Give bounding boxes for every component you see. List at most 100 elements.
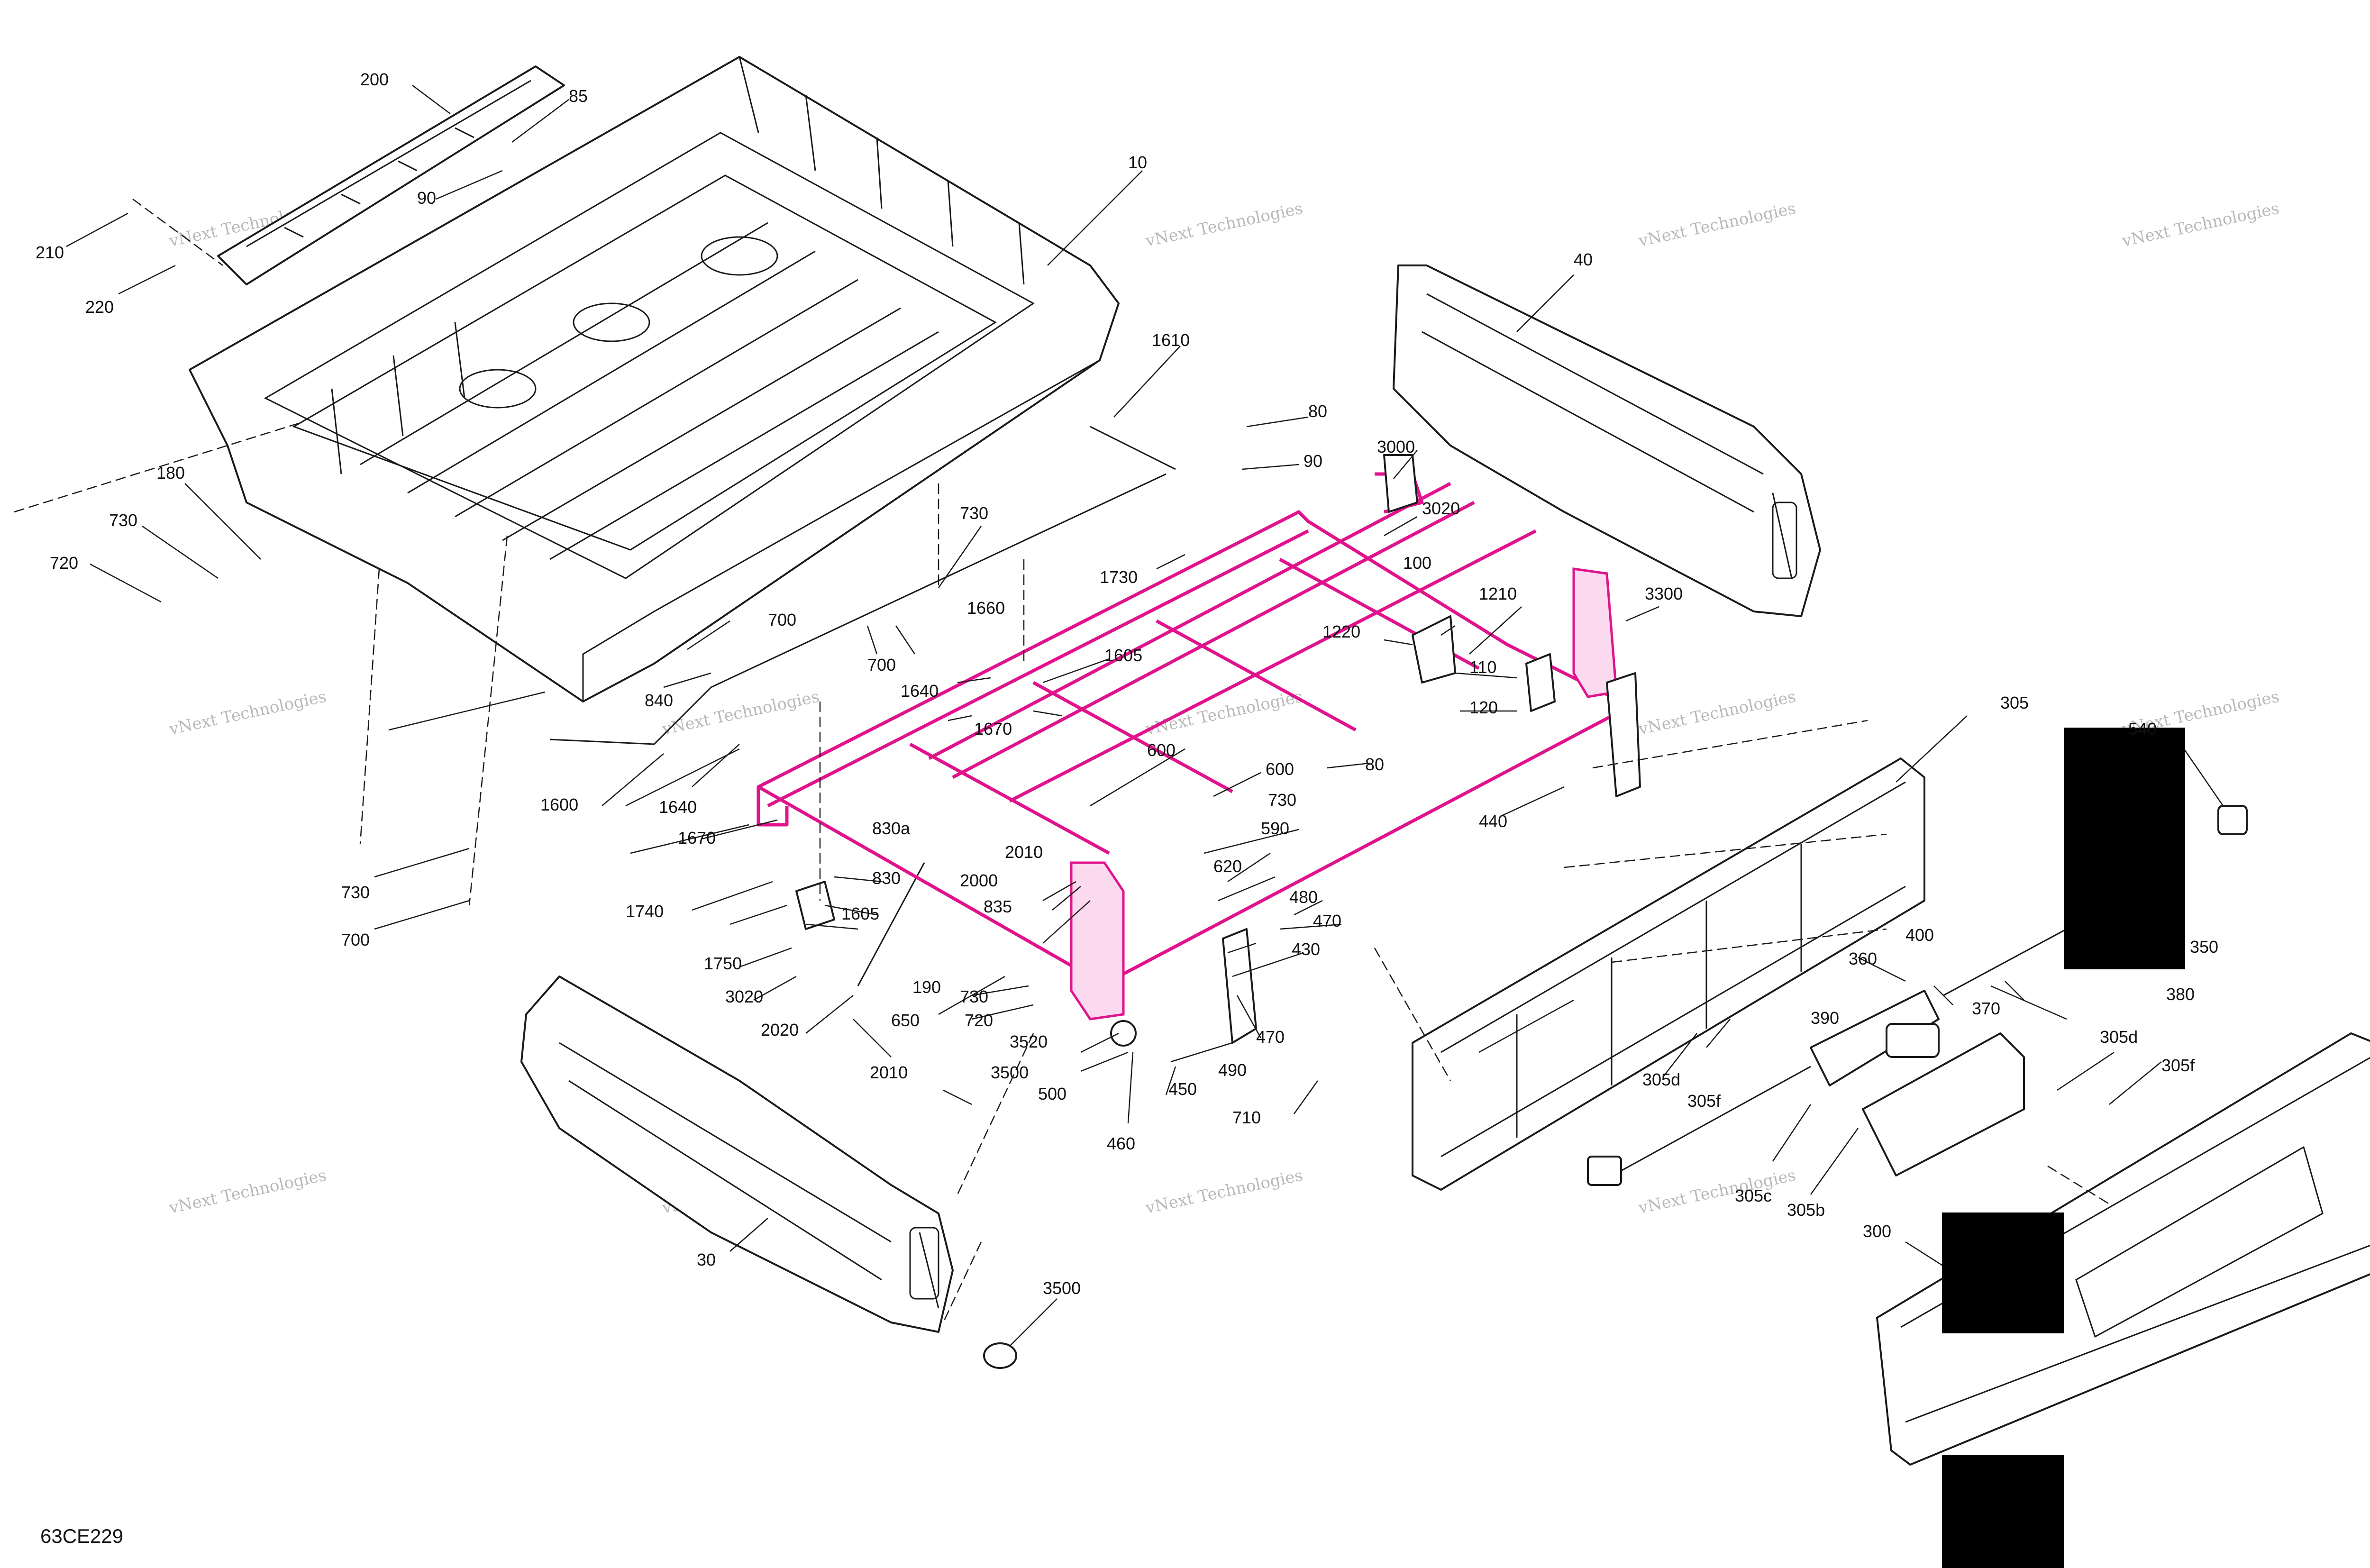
redaction-box — [2064, 728, 2185, 969]
callout-label: 370 — [1972, 999, 2000, 1018]
callout-label: 840 — [645, 691, 673, 710]
callout-label: 2010 — [870, 1063, 908, 1082]
callout-label: 490 — [1218, 1060, 1247, 1080]
callout-label: 830 — [872, 868, 901, 888]
callout-label: 10 — [1128, 153, 1147, 172]
callout-label: 600 — [1147, 740, 1176, 760]
callout-label: 1750 — [704, 954, 742, 973]
callout-label: 3000 — [1377, 437, 1415, 456]
callout-label: 80 — [1365, 755, 1384, 774]
left-side-panel-drawing — [520, 975, 954, 1333]
callout-label: 3500 — [1043, 1278, 1081, 1298]
callout-label: 390 — [1811, 1008, 1839, 1028]
callout-label: 3300 — [1645, 584, 1683, 603]
redaction-box — [1942, 1455, 2064, 1568]
callout-label: 305b — [1787, 1200, 1825, 1220]
callout-label: 1670 — [974, 719, 1012, 738]
assembly-lines — [14, 198, 2110, 1323]
callout-label: 305d — [1642, 1070, 1680, 1089]
callout-label: 1600 — [540, 795, 578, 814]
callout-label: 470 — [1313, 911, 1341, 930]
right-side-panel-drawing — [1393, 264, 1821, 617]
callout-label: 720 — [50, 553, 78, 573]
callout-label: 1605 — [841, 904, 879, 923]
watermark: vNext Technologies — [1637, 1166, 1798, 1218]
callout-label: 305d — [2100, 1027, 2138, 1047]
callout-label: 710 — [1232, 1108, 1261, 1127]
diagram-code: 63CE229 — [40, 1525, 123, 1547]
watermark: vNext Technologies — [2120, 199, 2281, 251]
callout-label: 1730 — [1100, 567, 1138, 587]
callout-label: 1220 — [1322, 622, 1360, 641]
callout-label: 2000 — [960, 871, 998, 890]
callout-label: 440 — [1479, 811, 1507, 831]
callout-label: 305f — [1687, 1091, 1721, 1111]
callout-label: 120 — [1469, 698, 1498, 717]
callout-label: 90 — [417, 188, 436, 208]
callout-label: 180 — [156, 463, 185, 483]
callout-label: 1640 — [901, 681, 939, 701]
callout-label: 720 — [965, 1011, 993, 1030]
callout-label: 590 — [1261, 819, 1289, 838]
callout-label: 700 — [867, 655, 896, 675]
callout-label: 2020 — [761, 1020, 799, 1039]
callout-label: 600 — [1266, 759, 1294, 779]
watermark: vNext Technologies — [1144, 1166, 1305, 1218]
callout-label: 700 — [768, 610, 796, 629]
rear-panel-drawing — [217, 65, 565, 285]
callout-label: 350 — [2190, 937, 2218, 957]
callout-label: 30 — [697, 1250, 716, 1269]
callout-label: 200 — [360, 70, 389, 89]
tailgate-inner-drawing — [1412, 757, 1925, 1191]
callout-label: 430 — [1292, 939, 1320, 959]
callout-label: 1660 — [967, 598, 1005, 618]
redactions — [1942, 728, 2185, 1568]
watermark: vNext Technologies — [1637, 687, 1798, 739]
watermark: vNext Technologies — [660, 687, 821, 739]
callout-label: 480 — [1289, 887, 1318, 907]
callout-label: 730 — [1268, 790, 1296, 810]
callout-label: 380 — [2166, 985, 2195, 1004]
callout-label: 830a — [872, 819, 911, 838]
callout-label: 40 — [1574, 250, 1593, 269]
watermark: vNext Technologies — [1637, 199, 1798, 251]
callout-label: 460 — [1107, 1134, 1135, 1153]
callout-label: 305 — [2000, 693, 2029, 712]
callout-label: 80 — [1308, 401, 1327, 421]
callout-label: 85 — [569, 86, 588, 106]
watermark: vNext Technologies — [1144, 687, 1305, 739]
callout-label: 305c — [1735, 1186, 1772, 1205]
callout-label: 1740 — [626, 902, 664, 921]
callout-label: 190 — [912, 977, 941, 997]
watermark: vNext Technologies — [167, 1166, 328, 1218]
callout-label: 1610 — [1152, 330, 1190, 350]
callout-label: 1670 — [678, 828, 716, 848]
watermark: vNext Technologies — [1144, 199, 1305, 251]
callouts: 10 30 40 80 80 85 90 90 100 110 120 180 … — [36, 70, 2218, 1298]
cargo-box-drawing — [189, 56, 1120, 702]
callout-label: 3020 — [1422, 499, 1460, 518]
callout-label: 220 — [85, 297, 114, 317]
callout-label: 835 — [984, 897, 1012, 916]
callout-label: 500 — [1038, 1084, 1066, 1103]
callout-label: 1640 — [659, 797, 697, 817]
callout-label: 730 — [960, 503, 988, 523]
callout-label: 470 — [1256, 1027, 1285, 1047]
callout-label: 650 — [891, 1011, 920, 1030]
frame-assembly-highlighted — [757, 472, 1623, 1021]
callout-label: 540 — [2128, 719, 2157, 738]
latch-assembly-drawing — [1587, 805, 2248, 1186]
callout-label: 700 — [341, 930, 370, 949]
callout-label: 100 — [1403, 553, 1431, 573]
callout-label: 730 — [109, 511, 137, 530]
callout-label: 3500 — [991, 1063, 1029, 1082]
callout-label: 2010 — [1005, 842, 1043, 862]
callout-label: 450 — [1168, 1079, 1197, 1099]
callout-label: 110 — [1469, 657, 1496, 677]
callout-label: 400 — [1905, 925, 1934, 945]
watermark: vNext Technologies — [167, 687, 328, 739]
callout-label: 620 — [1213, 857, 1242, 876]
callout-label: 730 — [960, 987, 988, 1006]
callout-label: 3520 — [1010, 1032, 1048, 1051]
callout-label: 3020 — [725, 987, 763, 1006]
